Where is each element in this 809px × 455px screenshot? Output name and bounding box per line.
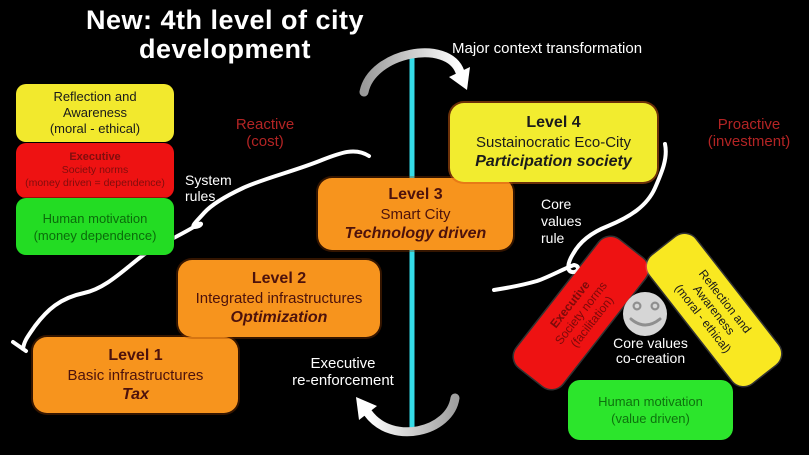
title-line-1: New: 4th level of city [85,5,365,35]
box-level-1: Level 1 Basic infrastructures Tax [33,337,238,413]
label-core-values-rule: Core values rule [541,196,581,247]
level-3-name: Level 3 [388,185,443,203]
box-executive-facilitation-rotated: Executive Society norms (facilitation) [508,231,654,395]
level-4-tagline: Participation society [475,153,632,170]
executive-line-3: (money driven = dependence) [25,177,165,189]
smiley-face-icon [623,292,667,336]
label-major-context-transformation: Major context transformation [452,40,643,57]
box-reflection-awareness-rotated: Reflection and Awareness (moral - ethica… [641,228,787,392]
system-rules-line-2: rules [185,188,216,204]
level-1-name: Level 1 [108,346,163,364]
reactive-line-2: (cost) [246,133,284,150]
reactive-line-1: Reactive [235,116,295,133]
reflection-line-3: (moral - ethical) [49,121,141,136]
executive-line-2: Society norms [61,164,129,176]
proactive-line-2: (investment) [707,133,791,150]
human-motivation-line-1: Human motivation [42,210,148,226]
box-executive-society-norms-left: Executive Society norms (money driven = … [16,143,174,198]
human-motivation-right-line-1: Human motivation [598,394,703,409]
level-2-tagline: Optimization [230,309,328,326]
label-reactive-cost: Reactive (cost) [215,116,315,150]
label-core-values-cocreation: Core values co-creation [603,336,698,366]
level-1-tagline: Tax [122,385,149,403]
box-reflection-awareness-left: Reflection and Awareness (moral - ethica… [16,84,174,142]
human-motivation-right-line-2: (value driven) [611,411,690,426]
level-4-subtitle: Sustainocratic Eco-City [475,134,632,151]
level-3-tagline: Technology driven [344,224,487,242]
slide-title: New: 4th level of city development [55,6,395,64]
level-2-name: Level 2 [251,270,307,287]
box-human-motivation-left: Human motivation (money dependence) [16,198,174,255]
core-values-rule-line-3: rule [541,230,565,246]
exec-reenforcement-line-2: re-enforcement [292,372,394,389]
label-system-rules: System rules [185,172,232,204]
box-human-motivation-right: Human motivation (value driven) [568,380,733,440]
system-rules-line-1: System [185,172,232,188]
curved-arrow-left-icon [356,393,460,437]
level-1-subtitle: Basic infrastructures [67,366,204,384]
label-executive-reenforcement: Executive re-enforcement [283,355,403,389]
executive-line-1: Executive [69,151,121,163]
title-line-2: development [138,34,312,64]
box-level-2: Level 2 Integrated infrastructures Optim… [178,260,380,337]
level-2-subtitle: Integrated infrastructures [195,290,363,307]
core-values-cocreation-line-2: co-creation [615,350,686,366]
exec-reenforcement-line-1: Executive [310,355,376,372]
core-values-cocreation-line-1: Core values [613,335,688,351]
level-3-subtitle: Smart City [380,205,451,223]
core-values-rule-line-1: Core [541,196,572,212]
box-level-4: Level 4 Sustainocratic Eco-City Particip… [450,103,657,182]
reflection-line-2: Awareness [62,105,128,120]
label-proactive-investment: Proactive (investment) [693,116,805,150]
proactive-line-1: Proactive [717,116,781,133]
level-4-name: Level 4 [526,114,581,131]
reflection-line-1: Reflection and [53,89,137,104]
core-values-rule-line-2: values [541,213,582,229]
human-motivation-line-2: (money dependence) [33,227,157,243]
box-level-3: Level 3 Smart City Technology driven [318,178,513,250]
